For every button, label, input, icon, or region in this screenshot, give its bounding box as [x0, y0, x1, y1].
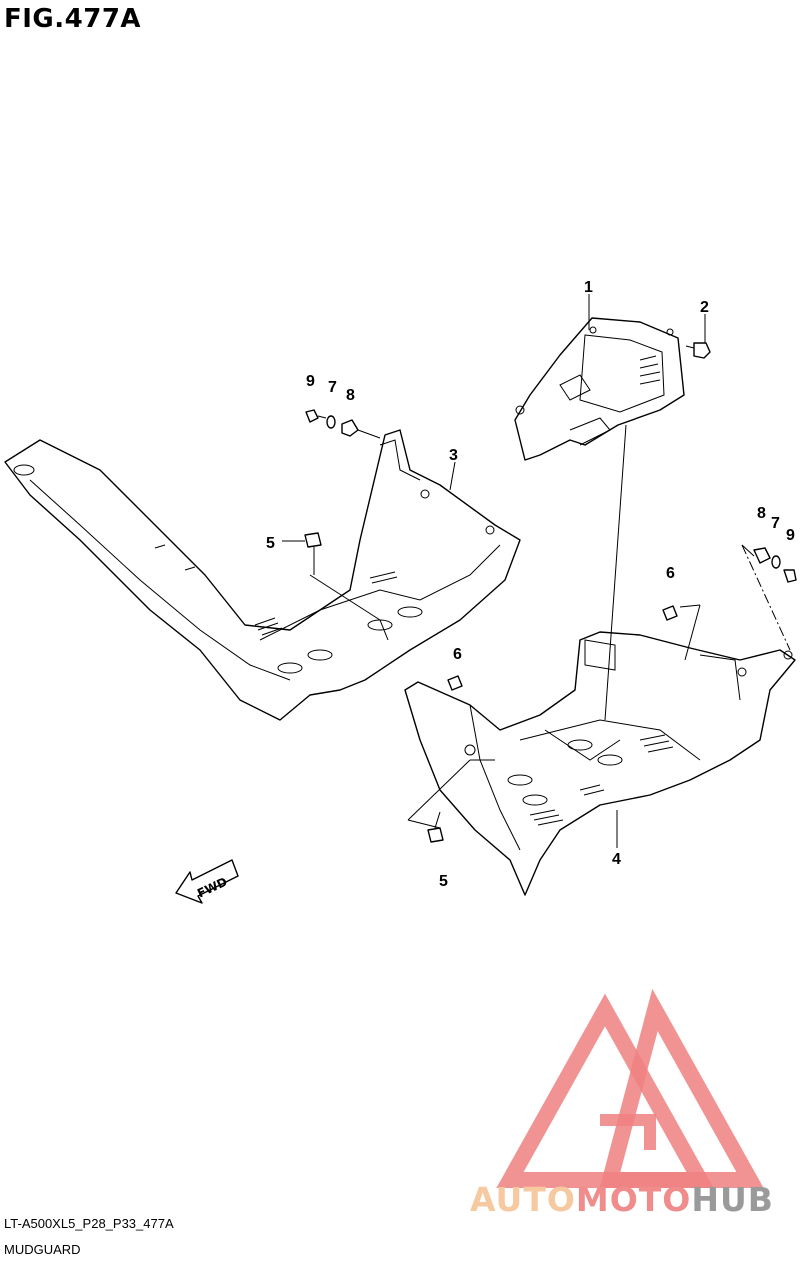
callout-8-left: 8 [346, 387, 355, 404]
automotohub-logo-icon [496, 988, 764, 1188]
callout-6-left: 6 [453, 646, 462, 663]
callout-5-upper: 5 [266, 535, 275, 552]
callout-6-right: 6 [666, 565, 675, 582]
part-4-right-mudguard [404, 631, 796, 896]
model-code: LT-A500XL5_P28_P33_477A [4, 1216, 174, 1231]
callout-7-left: 7 [328, 379, 337, 396]
callout-8-right: 8 [757, 505, 766, 522]
callout-4: 4 [612, 851, 621, 868]
watermark-hub: HUB [691, 1180, 774, 1219]
clip-6-right [662, 605, 678, 621]
part-3-left-mudguard [4, 429, 521, 721]
watermark-moto: MOTO [575, 1180, 692, 1219]
callout-9-right: 9 [786, 527, 795, 544]
bolt-5-lower [427, 811, 444, 843]
watermark-auto: AUTO [470, 1180, 576, 1219]
automotohub-watermark: AUTOMOTOHUB [470, 1180, 774, 1219]
bolt-5-upper [304, 532, 322, 575]
figure-title: FIG.477A [4, 4, 142, 34]
callout-7-right: 7 [771, 515, 780, 532]
hardware-stack-left [305, 409, 381, 439]
section-name: MUDGUARD [4, 1242, 81, 1257]
callout-2: 2 [700, 299, 709, 316]
callout-9-left: 9 [306, 373, 315, 390]
callout-1: 1 [584, 279, 593, 296]
part-1-front-cover [514, 317, 685, 461]
part-2-screw [685, 342, 711, 359]
callout-3: 3 [449, 447, 458, 464]
forward-arrow-icon: FWD [175, 859, 239, 904]
leader-lines [282, 294, 755, 848]
clip-6-left [447, 675, 463, 691]
callout-numbers: 1 2 3 4 5 5 6 6 7 7 8 8 9 9 [266, 279, 795, 890]
callout-5-lower: 5 [439, 873, 448, 890]
hardware-stack-right [741, 544, 797, 651]
